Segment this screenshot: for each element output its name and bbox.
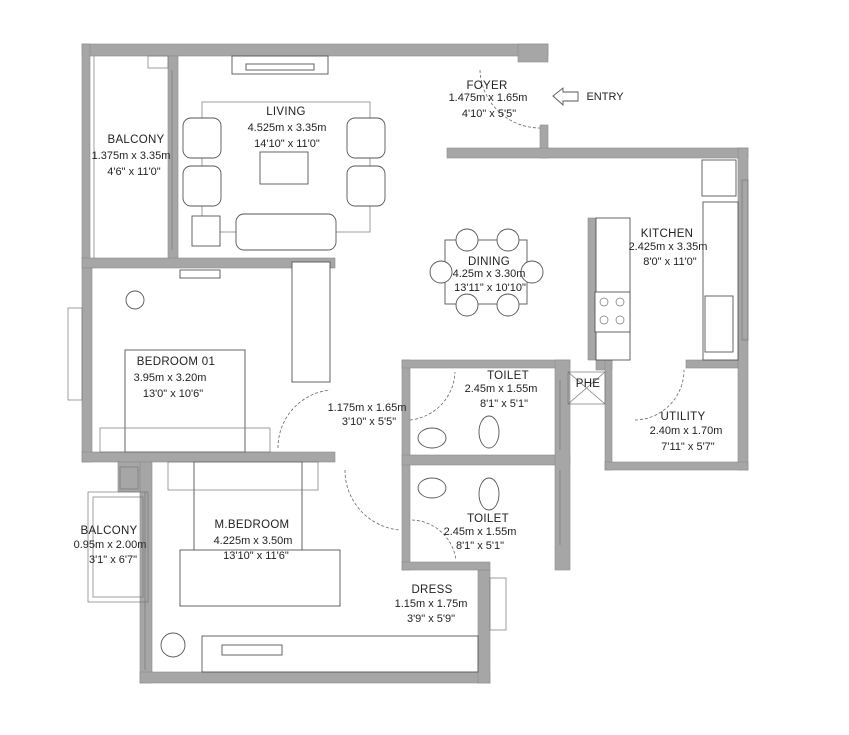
room-metric: 3.95m x 3.20m — [134, 372, 207, 384]
room-imperial: 13'11" x 10'10" — [454, 282, 526, 294]
room-metric: 0.95m x 2.00m — [74, 539, 147, 551]
windows — [67, 56, 749, 670]
walls — [81, 43, 749, 684]
furniture — [99, 55, 739, 673]
room-metric: 4.225m x 3.50m — [214, 535, 293, 547]
door-swings — [277, 69, 685, 561]
room-metric: 2.425m x 3.35m — [629, 241, 708, 253]
room-dress: DRESS 1.15m x 1.75m 3'9" x 5'9" — [395, 584, 468, 625]
entry-marker: ENTRY — [552, 87, 624, 107]
room-master-bedroom: M.BEDROOM 4.225m x 3.50m 13'10" x 11'6" — [214, 519, 293, 562]
room-bedroom-01: BEDROOM 01 3.95m x 3.20m 13'0" x 10'6" — [134, 356, 215, 400]
room-name: KITCHEN — [641, 228, 694, 240]
room-utility: UTILITY 2.40m x 1.70m 7'11" x 5'7" — [650, 411, 723, 453]
room-imperial: 8'1" x 5'1" — [456, 540, 504, 552]
room-name: TOILET — [487, 370, 529, 382]
room-imperial: 13'0" x 10'6" — [143, 388, 203, 400]
arrow-left-icon — [552, 87, 579, 107]
room-imperial: 14'10" x 11'0" — [254, 138, 320, 150]
room-name: M.BEDROOM — [215, 519, 290, 531]
room-imperial: 8'1" x 5'1" — [480, 398, 528, 410]
room-name: UTILITY — [661, 411, 706, 423]
room-toilet-1: TOILET 2.45m x 1.55m 8'1" x 5'1" — [465, 370, 538, 410]
room-name: BALCONY — [80, 525, 137, 537]
room-foyer: FOYER 1.475m x 1.65m 4'10" x 5'5" — [449, 80, 528, 120]
room-metric: 2.45m x 1.55m — [465, 383, 538, 395]
room-metric: 1.15m x 1.75m — [395, 598, 468, 610]
room-name: TOILET — [467, 513, 509, 525]
room-name: BEDROOM 01 — [137, 356, 215, 368]
room-imperial: 3'1" x 6'7" — [89, 554, 137, 566]
room-name: FOYER — [466, 80, 507, 92]
room-imperial: 7'11" x 5'7" — [661, 441, 714, 453]
room-metric: 1.175m x 1.65m — [328, 402, 407, 414]
entry-label: ENTRY — [586, 91, 624, 103]
room-imperial: 13'10" x 11'6" — [223, 550, 289, 562]
room-metric: 4.25m x 3.30m — [453, 268, 526, 280]
room-dining: DINING 4.25m x 3.30m 13'11" x 10'10" — [453, 256, 526, 294]
room-imperial: 8'0" x 11'0" — [643, 256, 696, 268]
room-imperial: 3'9" x 5'9" — [407, 613, 455, 625]
room-name: LIVING — [266, 106, 306, 118]
room-metric: 2.45m x 1.55m — [444, 526, 517, 538]
room-toilet-2: TOILET 2.45m x 1.55m 8'1" x 5'1" — [444, 513, 517, 552]
room-name: DINING — [468, 256, 510, 268]
room-metric: 2.40m x 1.70m — [650, 425, 723, 437]
room-imperial: 3'10" x 5'5" — [342, 416, 396, 428]
room-balcony-1: BALCONY 1.375m x 3.35m 4'6" x 11'0" — [92, 134, 171, 178]
room-passage: 1.175m x 1.65m 3'10" x 5'5" — [328, 402, 407, 428]
room-name: BALCONY — [107, 134, 164, 146]
room-metric: 4.525m x 3.35m — [248, 122, 327, 134]
room-phe: PHE — [576, 378, 601, 390]
room-imperial: 4'10" x 5'5" — [462, 108, 516, 120]
room-imperial: 4'6" x 11'0" — [107, 166, 160, 178]
room-name: PHE — [576, 378, 601, 390]
room-balcony-2: BALCONY 0.95m x 2.00m 3'1" x 6'7" — [74, 525, 147, 566]
room-metric: 1.375m x 3.35m — [92, 150, 171, 162]
room-metric: 1.475m x 1.65m — [449, 92, 528, 104]
room-living: LIVING 4.525m x 3.35m 14'10" x 11'0" — [248, 106, 327, 150]
room-kitchen: KITCHEN 2.425m x 3.35m 8'0" x 11'0" — [629, 228, 708, 268]
room-name: DRESS — [411, 584, 452, 596]
